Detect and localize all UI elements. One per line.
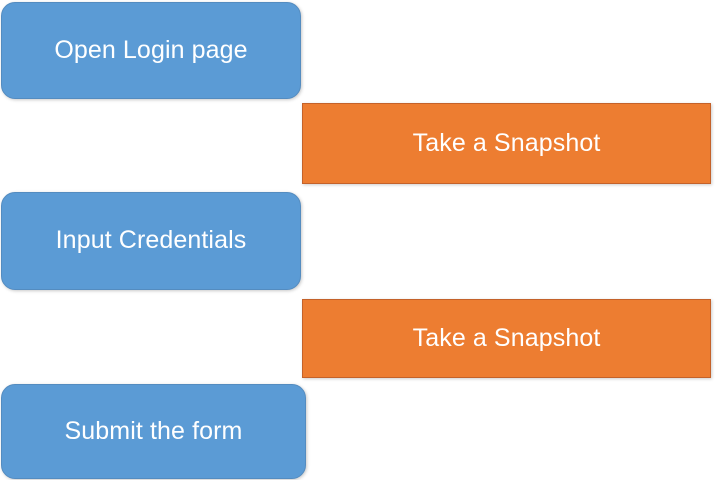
flow-node-open-login-page[interactable]: Open Login page [1,2,301,99]
flow-node-take-a-snapshot-1[interactable]: Take a Snapshot [302,103,711,184]
flow-node-input-credentials[interactable]: Input Credentials [1,192,301,290]
flow-node-label: Take a Snapshot [412,323,601,352]
flow-node-submit-the-form[interactable]: Submit the form [1,384,306,479]
flow-node-label: Submit the form [64,416,243,445]
flow-node-label: Open Login page [54,35,248,64]
flow-node-label: Input Credentials [55,226,247,255]
flow-node-label: Take a Snapshot [412,128,601,157]
flow-node-take-a-snapshot-2[interactable]: Take a Snapshot [302,299,711,378]
